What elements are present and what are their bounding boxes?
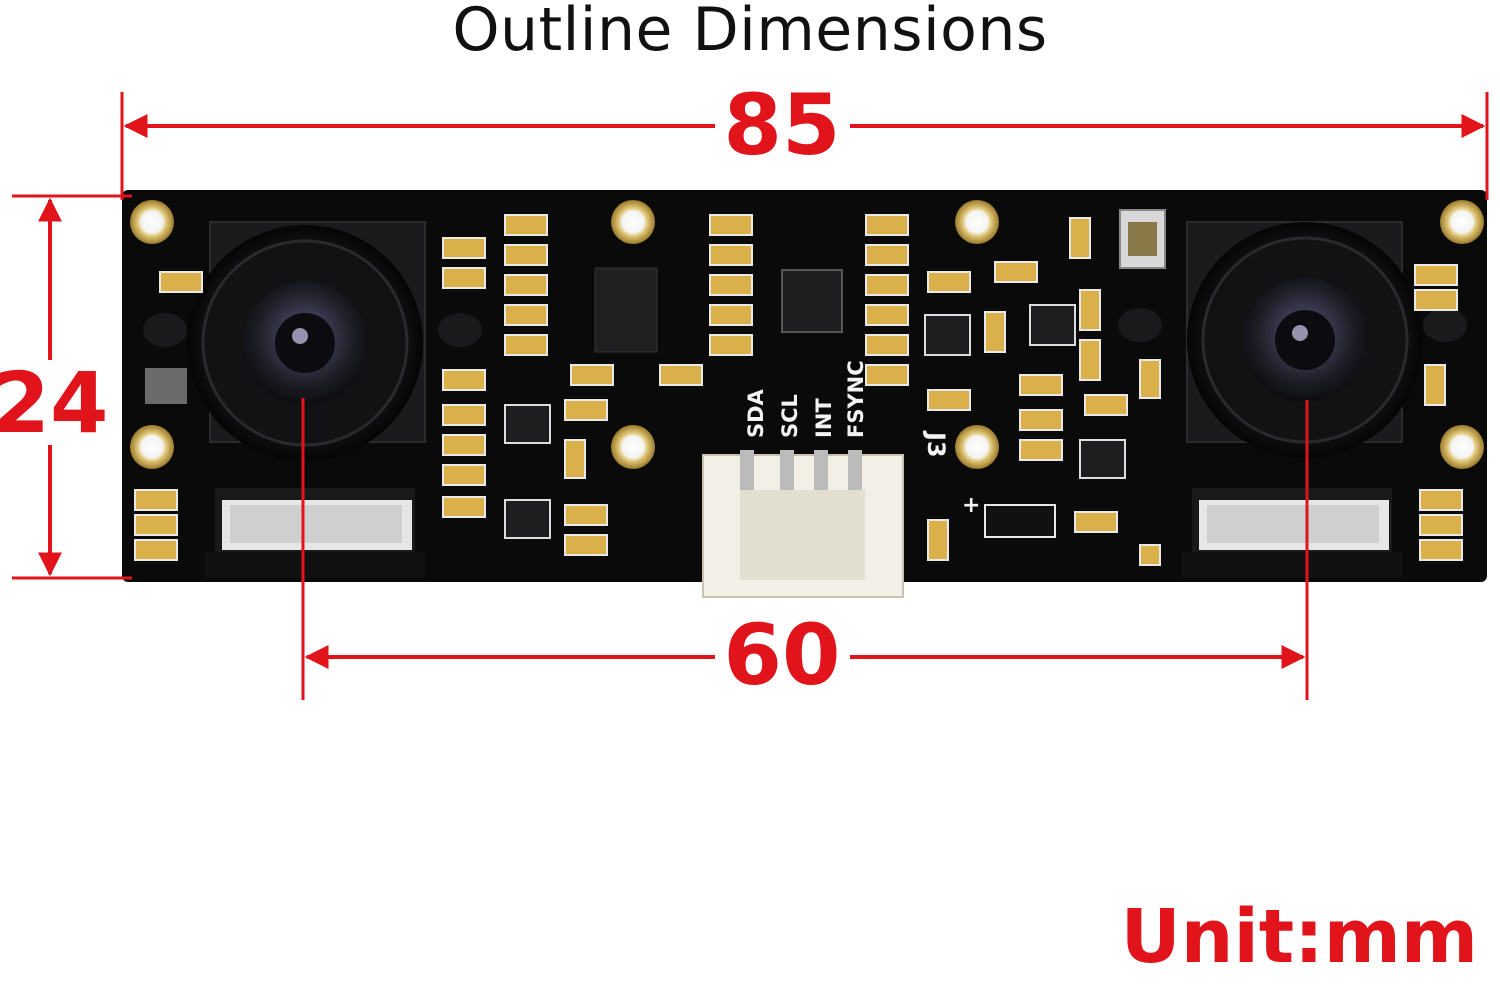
left-camera-module xyxy=(143,221,482,578)
mounting-hole xyxy=(955,200,999,244)
mounting-hole xyxy=(955,425,999,469)
pin-label-int: INT xyxy=(812,398,836,438)
unit-label: Unit:mm xyxy=(1120,894,1478,980)
mounting-hole xyxy=(130,425,174,469)
right-camera-module xyxy=(1118,209,1467,578)
mounting-hole xyxy=(130,200,174,244)
height-value: 24 xyxy=(0,354,108,452)
mounting-hole xyxy=(611,425,655,469)
polarity-mark: + xyxy=(962,493,980,518)
mounting-hole xyxy=(1440,425,1484,469)
lens-spacing-value: 60 xyxy=(724,606,841,704)
mounting-hole xyxy=(611,200,655,244)
passive-components xyxy=(134,214,1463,566)
jst-connector xyxy=(702,450,904,598)
mounting-holes xyxy=(130,200,1484,469)
width-value: 85 xyxy=(724,76,841,174)
height-dimension: 24 xyxy=(0,194,132,580)
pin-label-fsync: FSYNC xyxy=(844,360,868,438)
ic-chips xyxy=(504,267,1126,539)
diagram-title: Outline Dimensions xyxy=(452,0,1048,65)
width-dimension: 85 xyxy=(120,76,1489,200)
mounting-hole xyxy=(1440,200,1484,244)
lens-spacing-dimension: 60 xyxy=(301,398,1309,704)
pin-label-scl: SCL xyxy=(778,394,802,438)
connector-ref-label: J3 xyxy=(922,430,950,458)
pin-label-sda: SDA xyxy=(744,388,768,438)
